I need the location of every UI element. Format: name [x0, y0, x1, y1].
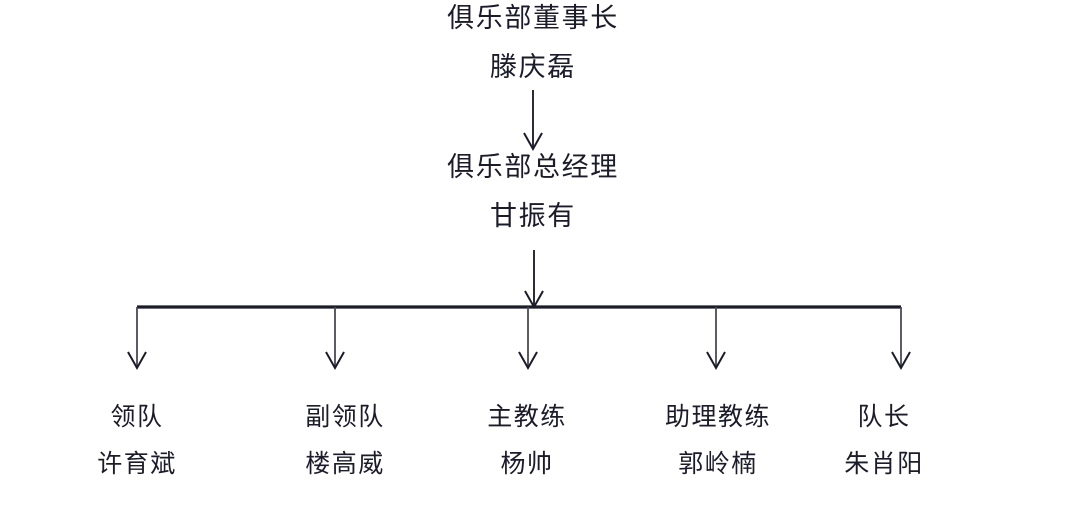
node-captain-title: 队长 [857, 402, 911, 431]
node-assistant-coach: 助理教练 郭岭楠 [665, 404, 771, 476]
node-team-leader: 领队 许育斌 [97, 404, 177, 476]
node-chairman-title: 俱乐部董事长 [447, 3, 619, 34]
node-assistant-coach-name: 郭岭楠 [678, 449, 758, 478]
connector-drop-arrow-4 [891, 307, 911, 371]
node-head-coach: 主教练 杨帅 [487, 404, 567, 476]
node-deputy-team-leader-name: 楼高威 [305, 449, 385, 478]
connector-drop-arrow-0 [127, 307, 147, 371]
node-deputy-team-leader-title: 副领队 [305, 402, 385, 431]
node-general-manager: 俱乐部总经理 甘振有 [447, 154, 619, 230]
connector-drop-arrow-3 [706, 307, 726, 371]
connector-drop-arrow-2 [518, 307, 538, 371]
node-team-leader-title: 领队 [110, 402, 164, 431]
node-assistant-coach-title: 助理教练 [664, 402, 772, 431]
node-captain: 队长 朱肖阳 [844, 404, 924, 476]
node-chairman: 俱乐部董事长 滕庆磊 [447, 5, 619, 81]
connector-drop-arrow-1 [325, 307, 345, 371]
node-general-manager-title: 俱乐部总经理 [447, 152, 619, 183]
node-chairman-name: 滕庆磊 [490, 52, 576, 83]
connector-root-to-manager [523, 90, 543, 152]
node-deputy-team-leader: 副领队 楼高威 [305, 404, 385, 476]
node-captain-name: 朱肖阳 [844, 449, 924, 478]
node-head-coach-name: 杨帅 [500, 449, 554, 478]
node-team-leader-name: 许育斌 [97, 449, 177, 478]
node-head-coach-title: 主教练 [487, 402, 567, 431]
node-general-manager-name: 甘振有 [490, 201, 576, 232]
connector-manager-to-bus [524, 250, 544, 310]
